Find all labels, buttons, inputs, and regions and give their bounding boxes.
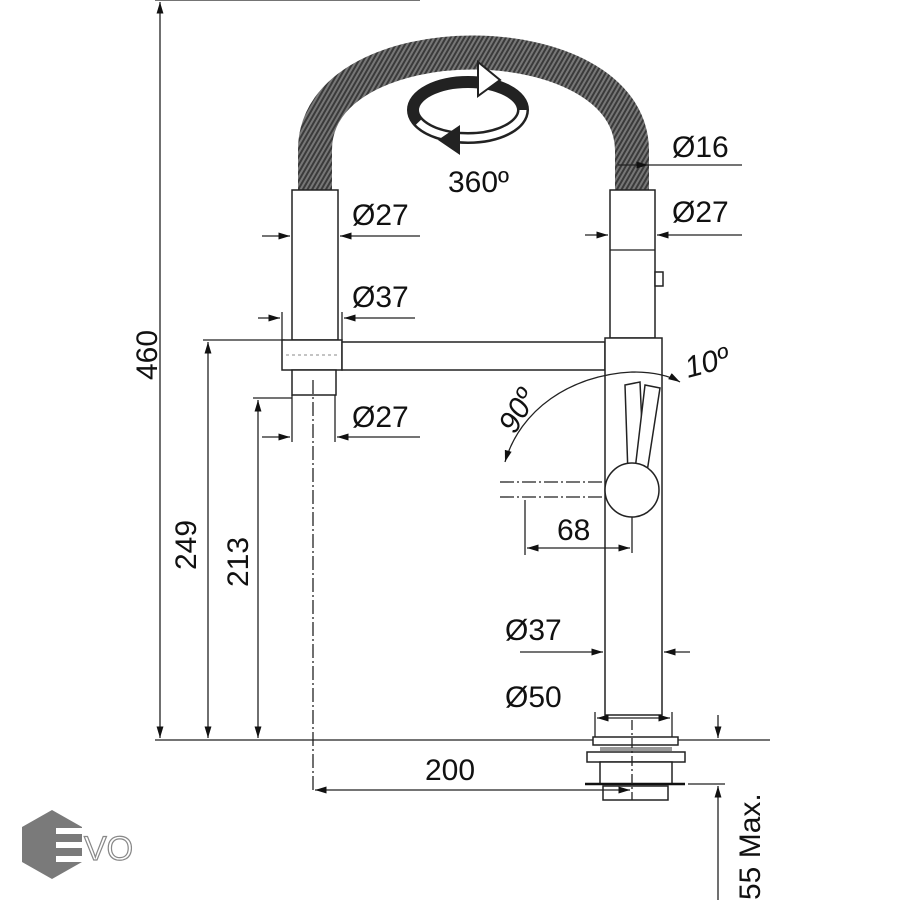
lever-rotation-arc <box>504 371 681 463</box>
mounting-fixture <box>585 720 686 801</box>
flexible-hose <box>298 35 649 192</box>
dim-base-50 <box>594 712 673 737</box>
dim-55-max <box>688 715 725 900</box>
dim-249 <box>203 339 285 738</box>
dim-213-label: 213 <box>222 537 255 587</box>
spray-button <box>654 271 664 287</box>
spray-nozzle <box>291 369 337 396</box>
dim-column-37-label: Ø37 <box>505 614 562 647</box>
rotation-360-label: 360º <box>448 166 509 199</box>
dim-68 <box>527 517 633 553</box>
svg-text:VO: VO <box>84 830 133 868</box>
dim-460 <box>155 0 420 738</box>
dim-55-max-label: 55 Max. <box>734 793 767 900</box>
right-upper-body <box>609 189 656 339</box>
spray-holder-arm <box>341 341 606 371</box>
dim-nozzle-27 <box>262 395 420 442</box>
dim-nozzle-27-label: Ø27 <box>352 401 409 434</box>
dim-left-27-label: Ø27 <box>352 199 409 232</box>
dim-base-50-label: Ø50 <box>505 681 562 714</box>
dim-joint-37-label: Ø37 <box>352 281 409 314</box>
rotation-360-icon <box>407 59 529 155</box>
dim-213 <box>253 397 292 738</box>
dim-right-27-label: Ø27 <box>672 196 729 229</box>
dim-joint-37 <box>258 312 415 340</box>
dim-249-label: 249 <box>170 520 203 570</box>
dim-200-label: 200 <box>425 754 475 787</box>
evo-logo: VO <box>22 810 134 879</box>
left-spray-body <box>291 189 339 341</box>
angle-90-label: 90º <box>492 382 544 439</box>
angle-10-label: 10º <box>681 341 734 385</box>
lever-hub <box>604 462 660 518</box>
dim-hose-16-label: Ø16 <box>672 131 729 164</box>
dim-460-label: 460 <box>131 330 164 380</box>
dim-68-label: 68 <box>557 514 590 547</box>
